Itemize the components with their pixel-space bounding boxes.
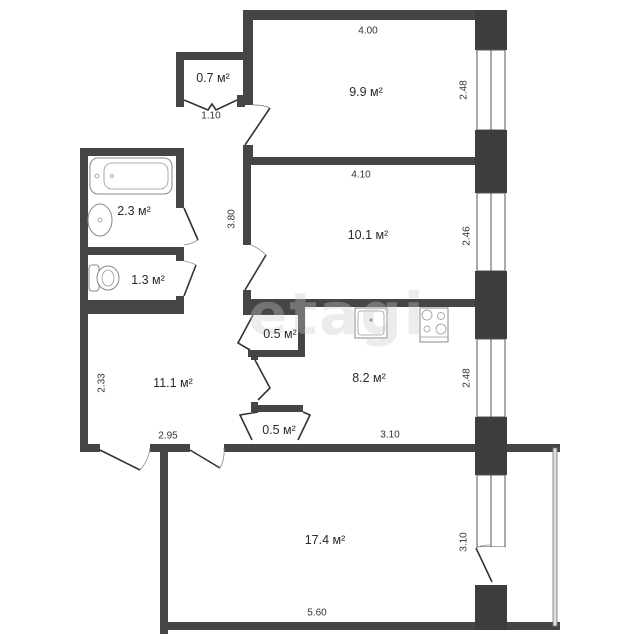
bedroom2-height-dim: 2.46 <box>461 226 473 246</box>
bathtub-icon <box>89 157 173 195</box>
kitchen-width-dim: 3.10 <box>380 429 400 441</box>
living-room-area: 17.4 м² <box>304 533 346 547</box>
bedroom2-width-dim: 4.10 <box>351 169 371 181</box>
closet-lower-area: 0.5 м² <box>262 423 296 437</box>
exterior-right-wall <box>475 10 507 630</box>
walls <box>80 10 560 634</box>
bedroom1-height-dim: 2.48 <box>458 80 470 100</box>
toilet-icon <box>88 264 120 292</box>
kitchen-area: 8.2 м² <box>352 371 386 385</box>
toilet-area: 1.3 м² <box>131 273 165 287</box>
hall-area: 11.1 м² <box>153 376 193 390</box>
bedroom2-area: 10.1 м² <box>347 228 389 242</box>
sink-icon <box>87 203 113 237</box>
kitchen-height-dim: 2.48 <box>461 368 473 388</box>
storage-area: 0.7 м² <box>196 71 230 85</box>
hall-width-dim: 2.95 <box>158 430 178 442</box>
watermark: etagi <box>248 280 426 348</box>
doors <box>99 99 493 583</box>
bathroom-area: 2.3 м² <box>117 204 151 218</box>
bedroom1-width-dim: 4.00 <box>358 25 378 37</box>
hall-height-dim: 2.33 <box>96 373 108 393</box>
living-room-height-dim: 3.10 <box>458 532 470 552</box>
living-room-width-dim: 5.60 <box>307 607 327 619</box>
stove-icon <box>419 307 449 343</box>
storage-width-dim: 1.10 <box>201 110 221 122</box>
corridor-length-dim: 3.80 <box>226 209 238 229</box>
kitchen-sink-icon <box>354 307 388 339</box>
closet-upper-area: 0.5 м² <box>263 327 297 341</box>
bedroom1-area: 9.9 м² <box>349 85 383 99</box>
